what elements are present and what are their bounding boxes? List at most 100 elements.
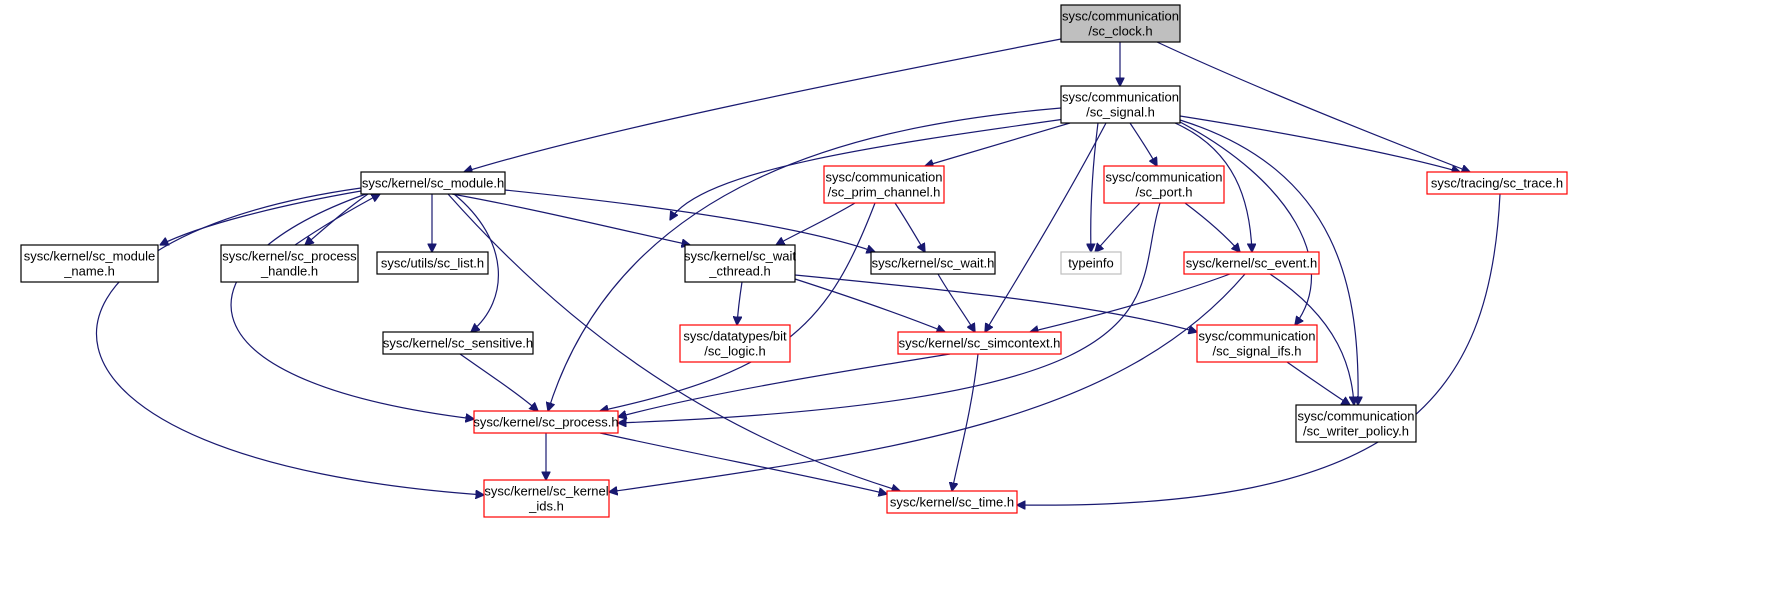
node-box — [1060, 251, 1122, 275]
edge-sc-signal-to-sc-logic — [670, 118, 1066, 220]
edge-sc-signal-to-typeinfo — [1091, 122, 1099, 252]
node-sc-clock[interactable]: sysc/communication/sc_clock.h — [1060, 4, 1181, 43]
edge-sc-signal-to-sc-prim-channel — [925, 122, 1071, 166]
edge-sc-signal-ifs-to-sc-writer-policy — [1286, 361, 1350, 405]
edge-sc-module-to-sc-wait-cthread — [451, 193, 690, 245]
edge-sc-wait-cthread-to-sc-logic — [737, 281, 743, 325]
node-sc-kernel-ids[interactable]: sysc/kernel/sc_kernel_ids.h — [483, 479, 610, 518]
node-label: sysc/communication — [1198, 329, 1315, 344]
node-label: /sc_signal_ifs.h — [1213, 344, 1302, 359]
nodes-layer: sysc/communication/sc_clock.hsysc/commun… — [20, 4, 1568, 518]
edge-sc-signal-to-sc-port — [1129, 122, 1157, 166]
node-box — [870, 251, 996, 275]
node-sc-wait-cthread[interactable]: sysc/kernel/sc_wait_cthread.h — [684, 244, 796, 283]
node-label: sysc/kernel/sc_module — [24, 249, 156, 264]
edge-sc-signal-to-sc-trace — [1179, 115, 1460, 172]
node-sc-sensitive[interactable]: sysc/kernel/sc_sensitive.h — [382, 331, 534, 355]
node-label: sysc/communication — [1062, 9, 1179, 24]
edge-sc-module-to-sc-process-handle — [305, 193, 369, 245]
node-label: /sc_signal.h — [1086, 105, 1155, 120]
node-label: typeinfo — [1068, 256, 1114, 271]
node-label: _handle.h — [260, 264, 318, 279]
node-box — [20, 244, 159, 283]
edge-sc-simcontext-to-sc-process — [618, 353, 951, 417]
edge-sc-module-to-sc-kernel-ids — [95, 187, 484, 495]
edge-sc-port-to-typeinfo — [1095, 202, 1141, 252]
node-sc-module[interactable]: sysc/kernel/sc_module.h — [360, 171, 506, 195]
edge-sc-port-to-sc-event — [1184, 202, 1240, 252]
node-sc-logic[interactable]: sysc/datatypes/bit/sc_logic.h — [679, 324, 791, 363]
edge-sc-port-to-sc-process — [618, 202, 1161, 423]
node-label: sysc/kernel/sc_sensitive.h — [383, 336, 533, 351]
node-sc-module-name[interactable]: sysc/kernel/sc_module_name.h — [20, 244, 159, 283]
node-label: /sc_prim_channel.h — [828, 185, 941, 200]
node-sc-time[interactable]: sysc/kernel/sc_time.h — [886, 490, 1018, 514]
edge-sc-event-to-sc-writer-policy — [1269, 273, 1354, 405]
edge-sc-signal-to-sc-signal-ifs — [1179, 121, 1312, 325]
node-label: sysc/kernel/sc_module.h — [362, 176, 504, 191]
node-label: sysc/communication — [1297, 409, 1414, 424]
node-label: sysc/communication — [1105, 170, 1222, 185]
node-box — [1060, 85, 1181, 124]
node-box — [1196, 324, 1318, 363]
edge-sc-wait-cthread-to-sc-simcontext — [794, 278, 945, 332]
node-box — [483, 479, 610, 518]
node-sc-signal-ifs[interactable]: sysc/communication/sc_signal_ifs.h — [1196, 324, 1318, 363]
edge-sc-module-to-sc-wait — [504, 189, 875, 252]
node-sc-wait[interactable]: sysc/kernel/sc_wait.h — [870, 251, 996, 275]
edge-sc-signal-to-sc-simcontext — [985, 122, 1107, 332]
node-label: _cthread.h — [708, 264, 770, 279]
node-box — [473, 410, 619, 434]
edge-sc-wait-cthread-to-sc-signal-ifs — [794, 274, 1197, 332]
node-box — [679, 324, 791, 363]
edge-sc-signal-to-sc-event — [1174, 122, 1252, 252]
edge-sc-module-to-sc-time — [447, 193, 900, 491]
edge-sc-prim-channel-to-sc-process — [600, 202, 876, 411]
edge-sc-module-to-sc-sensitive — [453, 193, 499, 332]
edge-sc-event-to-sc-simcontext — [1030, 273, 1231, 332]
node-sc-trace[interactable]: sysc/tracing/sc_trace.h — [1426, 171, 1568, 195]
node-label: sysc/communication — [1062, 90, 1179, 105]
edge-sc-signal-to-sc-writer-policy — [1179, 119, 1358, 405]
node-label: sysc/communication — [825, 170, 942, 185]
node-label: sysc/kernel/sc_wait.h — [872, 256, 995, 271]
node-label: sysc/kernel/sc_kernel — [484, 484, 608, 499]
node-sc-list[interactable]: sysc/utils/sc_list.h — [376, 251, 489, 275]
node-label: sysc/kernel/sc_process.h — [473, 415, 618, 430]
node-sc-writer-policy[interactable]: sysc/communication/sc_writer_policy.h — [1295, 404, 1417, 443]
edge-sc-signal-to-sc-process — [548, 107, 1062, 411]
node-sc-event[interactable]: sysc/kernel/sc_event.h — [1183, 251, 1320, 275]
node-box — [1426, 171, 1568, 195]
edge-sc-module-to-sc-process — [230, 193, 474, 419]
node-box — [823, 165, 945, 204]
node-label: _ids.h — [528, 499, 564, 514]
node-sc-port[interactable]: sysc/communication/sc_port.h — [1103, 165, 1225, 204]
node-label: sysc/utils/sc_list.h — [381, 256, 484, 271]
node-label: sysc/kernel/sc_process — [222, 249, 357, 264]
edge-sc-event-to-sc-kernel-ids — [609, 273, 1246, 492]
edge-sc-clock-to-sc-trace — [1156, 41, 1470, 172]
node-box — [1295, 404, 1417, 443]
node-box — [684, 244, 796, 283]
node-label: /sc_logic.h — [704, 344, 765, 359]
node-label: _name.h — [63, 264, 115, 279]
node-box — [376, 251, 489, 275]
node-label: sysc/tracing/sc_trace.h — [1431, 176, 1563, 191]
node-sc-prim-channel[interactable]: sysc/communication/sc_prim_channel.h — [823, 165, 945, 204]
node-box — [886, 490, 1018, 514]
edge-sc-prim-channel-to-sc-wait — [894, 202, 925, 252]
node-label: sysc/datatypes/bit — [683, 329, 787, 344]
node-label: /sc_writer_policy.h — [1303, 424, 1409, 439]
node-sc-process[interactable]: sysc/kernel/sc_process.h — [473, 410, 619, 434]
node-typeinfo[interactable]: typeinfo — [1060, 251, 1122, 275]
node-sc-process-handle[interactable]: sysc/kernel/sc_process_handle.h — [220, 244, 359, 283]
edge-sc-wait-to-sc-simcontext — [937, 273, 975, 332]
node-label: sysc/kernel/sc_time.h — [890, 495, 1014, 510]
node-label: sysc/kernel/sc_event.h — [1186, 256, 1318, 271]
node-sc-signal[interactable]: sysc/communication/sc_signal.h — [1060, 85, 1181, 124]
node-label: /sc_port.h — [1135, 185, 1192, 200]
node-label: sysc/kernel/sc_wait — [684, 249, 796, 264]
edge-sc-process-to-sc-time — [599, 432, 887, 494]
node-sc-simcontext[interactable]: sysc/kernel/sc_simcontext.h — [897, 331, 1062, 355]
